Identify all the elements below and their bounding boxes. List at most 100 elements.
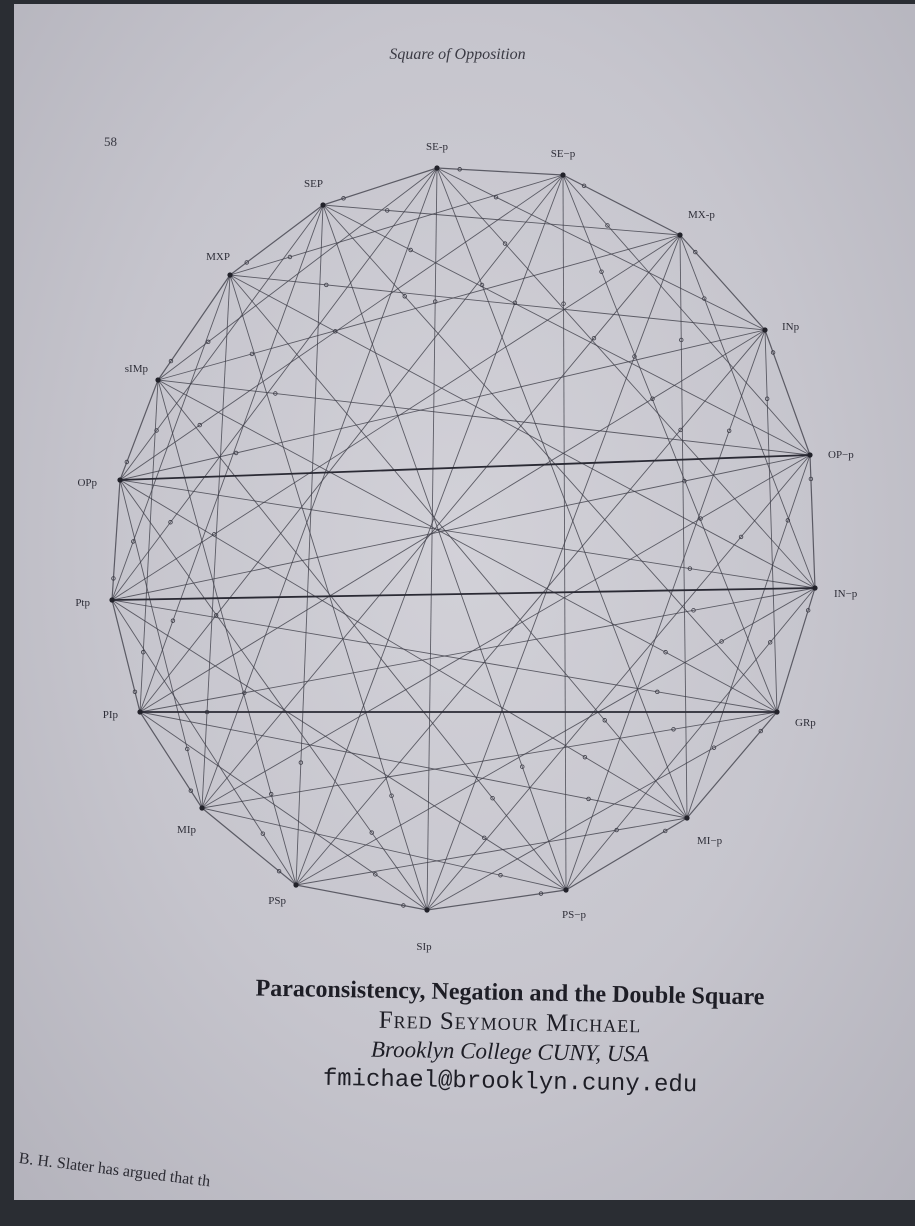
diagram-edge — [426, 711, 778, 911]
edge-arrow-marker — [233, 450, 239, 456]
diagram-edge — [139, 329, 766, 713]
edge-arrow-marker — [369, 830, 374, 835]
diagram-edge — [157, 234, 681, 381]
diagram-edge — [201, 454, 811, 809]
diagram-edge — [809, 454, 816, 589]
diagram-edge — [201, 274, 231, 809]
edge-arrow-marker — [758, 728, 763, 734]
edge-arrow-marker — [582, 754, 588, 760]
edge-arrow-marker — [124, 459, 130, 465]
node-label: MX-p — [688, 209, 715, 221]
diagram-node — [155, 377, 161, 383]
edge-arrow-marker — [287, 254, 293, 260]
diagram-edge — [436, 167, 564, 176]
diagram-node — [807, 452, 813, 458]
diagram-edge — [562, 174, 567, 891]
diagram-edge — [111, 599, 141, 713]
diagram-edge — [562, 174, 811, 456]
diagram-edge — [111, 599, 297, 886]
edge-arrow-marker — [738, 534, 744, 540]
node-label: GRp — [795, 717, 816, 729]
edge-arrow-marker — [650, 396, 655, 401]
edge-arrow-marker — [260, 831, 266, 836]
diagram-edge — [119, 204, 324, 481]
diagram-edge — [436, 167, 766, 331]
diagram-edge — [229, 274, 766, 331]
edge-arrow-marker — [682, 478, 687, 484]
edge-arrow-marker — [605, 223, 610, 228]
diagram-edge — [157, 274, 231, 381]
node-label: OPp — [77, 477, 97, 489]
diagram-edge — [119, 479, 203, 809]
edge-arrow-marker — [276, 868, 282, 874]
diagram-node — [199, 805, 205, 811]
edge-arrow-marker — [679, 337, 684, 343]
edge-arrow-marker — [678, 427, 683, 433]
diagram-edge — [139, 711, 428, 911]
edge-arrow-marker — [213, 613, 219, 618]
edge-arrow-marker — [498, 873, 503, 878]
node-label: SE-p — [426, 141, 449, 153]
diagram-nodes: SE-pSE−pMX-pINpOP−pIN−pGRpMI−pPS−pSIpPSp… — [75, 141, 857, 953]
edge-arrow-marker — [663, 828, 668, 834]
diagram-edge — [111, 274, 231, 601]
edge-arrow-marker — [698, 516, 703, 521]
node-label: SEP — [304, 178, 323, 190]
edge-arrow-marker — [687, 566, 693, 571]
edge-arrow-marker — [185, 746, 190, 752]
edge-arrow-marker — [785, 518, 791, 523]
diagram-edge — [679, 234, 816, 589]
diagram-edge — [139, 204, 324, 713]
paper-heading: Paraconsistency, Negation and the Double… — [150, 976, 870, 1100]
diagram-node — [227, 272, 233, 278]
diagram-edge — [111, 587, 816, 601]
opposition-diagram: SE-pSE−pMX-pINpOP−pIN−pGRpMI−pPS−pSIpPSp… — [75, 141, 857, 953]
edge-arrow-marker — [141, 650, 146, 655]
edge-arrow-marker — [111, 576, 116, 581]
diagram-edge — [229, 274, 816, 589]
node-label: Ptp — [75, 597, 90, 609]
edge-arrow-marker — [632, 354, 637, 359]
diagram-edge — [201, 234, 681, 809]
diagram-edge — [157, 379, 811, 456]
diagram-edge — [565, 329, 766, 891]
running-header: Square of Opposition — [389, 46, 526, 63]
node-label: INp — [782, 321, 800, 333]
diagram-edge — [111, 454, 811, 601]
edge-arrow-marker — [389, 793, 394, 798]
edge-arrow-marker — [719, 639, 724, 644]
node-label: OP−p — [828, 449, 854, 461]
diagram-edge — [426, 889, 567, 911]
edge-arrow-marker — [206, 339, 211, 345]
diagram-node — [117, 477, 123, 483]
edge-arrow-marker — [693, 249, 698, 255]
diagram-edge — [119, 329, 766, 481]
diagram-edge — [139, 711, 688, 819]
diagram-edge — [229, 204, 324, 276]
diagram-edge — [119, 174, 564, 481]
diagram-edge — [322, 167, 438, 206]
diagram-edges — [111, 167, 816, 911]
edge-arrow-marker — [808, 476, 814, 482]
diagram-edge — [157, 379, 778, 713]
edge-arrow-marker — [520, 764, 525, 769]
edge-arrow-marker — [764, 396, 770, 401]
diagram-edge — [426, 167, 438, 911]
diagram-edge — [322, 204, 567, 891]
edge-arrow-marker — [586, 796, 591, 802]
diagram-edge — [562, 174, 681, 236]
edge-arrow-marker — [373, 872, 378, 877]
diagram-edge — [679, 234, 766, 331]
node-label: MI−p — [697, 835, 723, 847]
page-number: 58 — [104, 134, 117, 149]
diagram-node — [563, 887, 569, 893]
edge-arrow-marker — [711, 745, 717, 750]
edge-arrow-marker — [767, 640, 773, 645]
diagram-node — [434, 165, 440, 171]
edge-arrow-marker — [702, 296, 707, 301]
diagram-edge — [139, 587, 816, 713]
edge-arrow-marker — [249, 351, 255, 357]
edge-arrow-marker — [614, 827, 619, 833]
edge-arrow-marker — [561, 301, 566, 306]
edge-arrow-marker — [602, 718, 607, 723]
